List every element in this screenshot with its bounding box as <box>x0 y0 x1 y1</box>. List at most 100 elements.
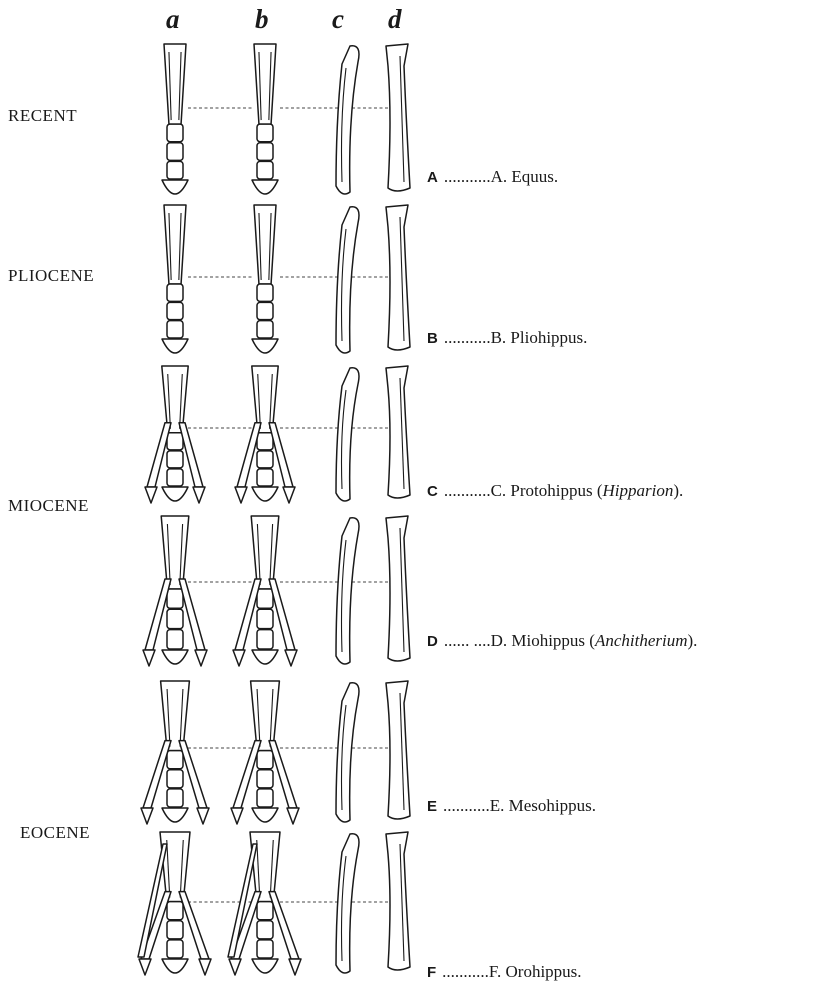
epoch-label-pliocene: PLIOCENE <box>8 266 94 286</box>
phalanx <box>257 143 273 161</box>
phalanx <box>257 921 273 939</box>
caption-text: ...........C. Protohippus ( <box>444 481 603 500</box>
phalanx <box>167 302 183 319</box>
phalanx <box>257 469 273 486</box>
column-label-a: a <box>166 4 180 35</box>
caption-italic-genus: Hipparion <box>603 481 674 500</box>
hoof <box>252 650 278 664</box>
caption-text: ...........A. Equus. <box>444 167 558 186</box>
radius-bone <box>336 46 359 194</box>
phalanx <box>257 940 273 958</box>
phalanx <box>257 302 273 319</box>
ulna-bone <box>386 832 410 970</box>
phalanx <box>167 143 183 161</box>
phalanx <box>257 789 273 807</box>
caption-row-d: D...... ....D. Miohippus (Anchitherium). <box>427 631 697 651</box>
phalanx <box>167 902 183 920</box>
caption-letter: D <box>427 633 438 650</box>
caption-text: ...........F. Orohippus. <box>442 962 581 981</box>
fossil-row-c <box>145 366 410 503</box>
cannon-bone <box>254 205 276 284</box>
ulna-bone <box>386 205 410 350</box>
hoof <box>162 808 188 822</box>
phalanx <box>167 589 183 608</box>
cannon-bone <box>161 516 189 589</box>
phalanx <box>167 630 183 649</box>
caption-letter: E <box>427 798 437 815</box>
side-toe-tip <box>283 487 295 503</box>
side-toe-tip <box>289 959 301 975</box>
side-toe-tip <box>199 959 211 975</box>
ulna-bone <box>386 366 410 498</box>
phalanx <box>257 451 273 468</box>
side-toe-tip <box>235 487 247 503</box>
ulna-bone <box>386 44 410 191</box>
hoof <box>252 808 278 822</box>
caption-letter: C <box>427 483 438 500</box>
phalanx <box>167 124 183 142</box>
hoof <box>252 959 278 973</box>
phalanx <box>167 609 183 628</box>
fossil-row-b <box>162 205 410 353</box>
cannon-bone <box>164 205 186 284</box>
caption-row-b: B ...........B. Pliohippus. <box>427 328 587 348</box>
hoof <box>162 487 188 501</box>
hoof <box>162 180 188 194</box>
radius-bone <box>336 368 359 501</box>
column-label-d: d <box>388 4 402 35</box>
caption-letter: B <box>427 330 438 347</box>
radius-bone <box>336 518 359 664</box>
hoof <box>162 959 188 973</box>
column-label-c: c <box>332 4 344 35</box>
side-toe-tip <box>143 650 155 666</box>
side-toe-tip <box>197 808 209 824</box>
phalanx <box>167 284 183 301</box>
caption-text: ...... ....D. Miohippus ( <box>444 631 595 650</box>
cannon-bone <box>164 44 186 124</box>
phalanx <box>167 921 183 939</box>
phalanx <box>257 902 273 920</box>
radius-bone <box>336 834 359 973</box>
fossil-row-a <box>162 44 410 194</box>
side-toe-tip <box>287 808 299 824</box>
caption-row-a: A ...........A. Equus. <box>427 167 558 187</box>
caption-text: ...........B. Pliohippus. <box>444 328 588 347</box>
caption-letter: A <box>427 169 438 186</box>
phalanx <box>167 161 183 179</box>
epoch-label-recent: RECENT <box>8 106 77 126</box>
phalanx <box>167 321 183 338</box>
phalanx <box>257 321 273 338</box>
side-toe-tip <box>193 487 205 503</box>
side-toe-tip <box>145 487 157 503</box>
hoof <box>252 487 278 501</box>
phalanx <box>167 451 183 468</box>
phalanx <box>257 433 273 450</box>
phalanx <box>167 770 183 788</box>
caption-row-c: C...........C. Protohippus (Hipparion). <box>427 481 683 501</box>
phalanx <box>167 940 183 958</box>
phalanx <box>257 751 273 769</box>
caption-suffix: ). <box>688 631 698 650</box>
phalanx <box>257 630 273 649</box>
caption-row-f: F ...........F. Orohippus. <box>427 962 582 982</box>
side-toe-tip <box>195 650 207 666</box>
epoch-label-eocene: EOCENE <box>20 823 90 843</box>
caption-letter: F <box>427 964 436 981</box>
side-toe-tip <box>141 808 153 824</box>
side-toe-tip <box>229 959 241 975</box>
fossil-row-f <box>138 832 410 975</box>
radius-bone <box>336 683 359 822</box>
hoof <box>252 180 278 194</box>
phalanx <box>167 433 183 450</box>
cannon-bone <box>251 516 279 589</box>
phalanx <box>167 469 183 486</box>
side-toe-tip <box>285 650 297 666</box>
hoof <box>252 339 278 353</box>
cannon-bone <box>254 44 276 124</box>
fossil-row-e <box>141 681 410 824</box>
caption-row-e: E...........E. Mesohippus. <box>427 796 596 816</box>
phalanx <box>167 789 183 807</box>
phalanx <box>257 589 273 608</box>
radius-bone <box>336 207 359 353</box>
ulna-bone <box>386 681 410 819</box>
